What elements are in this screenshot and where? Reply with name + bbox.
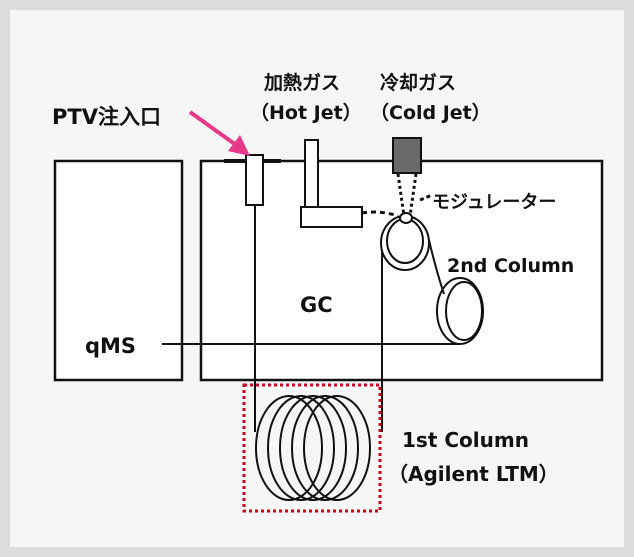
cold-spray-left <box>396 173 406 217</box>
second-column-label: 2nd Column <box>447 255 574 277</box>
first-column-coils <box>255 395 371 501</box>
cold-jet-nozzle <box>392 137 422 174</box>
ptv-injector-label: PTV注入口 <box>52 105 161 129</box>
cold-spray-right <box>408 173 418 217</box>
hot-jet-body <box>300 206 363 228</box>
modulator-leader <box>419 193 433 202</box>
cold-gas-label: 冷却ガス <box>380 71 456 94</box>
first-column-coil-3 <box>279 395 347 501</box>
modulator-node <box>399 212 413 224</box>
ptv-arrow-head <box>228 135 250 156</box>
first-column-coil-4 <box>291 395 359 501</box>
first-column-model-label: （Agilent LTM） <box>388 462 559 486</box>
hot-jet-label: （Hot Jet） <box>250 101 362 124</box>
hot-jet-pipe <box>304 139 319 208</box>
hot-spray <box>361 210 399 218</box>
qms-box <box>53 159 184 382</box>
hot-gas-label: 加熱ガス <box>263 71 340 94</box>
ptv-arrow-shaft <box>188 110 238 147</box>
first-column-coil-2 <box>267 395 335 501</box>
second-column-inner <box>445 281 483 341</box>
qms-label: qMS <box>85 334 136 358</box>
modulator-label: モジュレーター <box>432 192 556 213</box>
first-column-coil-5 <box>303 395 371 501</box>
ltm-module-box <box>242 383 382 513</box>
cold-jet-label: （Cold Jet） <box>370 101 491 124</box>
gc-label: GC <box>300 293 333 317</box>
first-column-label: 1st Column <box>402 428 529 452</box>
ptv-injector <box>245 154 264 206</box>
first-column-coil-1 <box>255 395 323 501</box>
